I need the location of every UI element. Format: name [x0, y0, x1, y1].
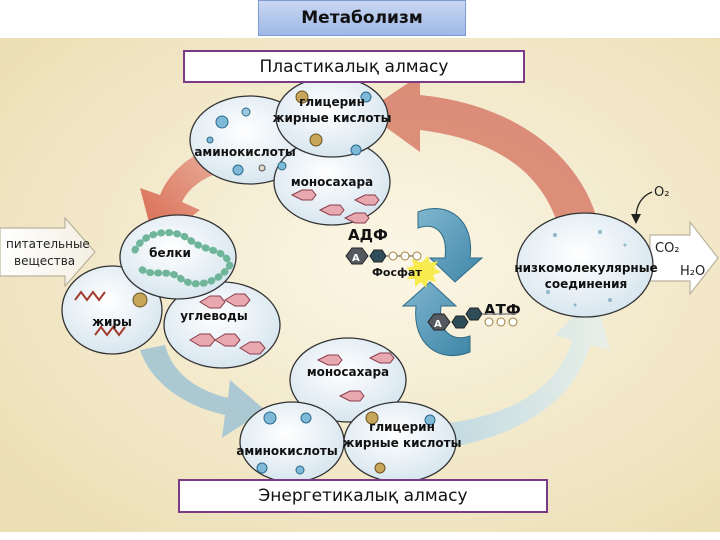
glycerol-dot	[309, 133, 323, 147]
amino-dot	[295, 465, 305, 475]
h2o-label: H₂O	[680, 264, 705, 279]
bottom-glycerol-label-1: глицерин	[369, 420, 435, 434]
amino-dot	[241, 107, 251, 117]
atp-phosphate	[508, 317, 518, 327]
amino-dot	[256, 462, 268, 474]
adp-phosphate	[400, 251, 410, 261]
nutrients-label-line2: вещества	[14, 254, 75, 268]
adp-pentose	[369, 249, 387, 263]
amino-dot	[263, 411, 277, 425]
glycerol-dot	[360, 91, 372, 103]
low-molecular-label-1: низкомолекулярные	[514, 261, 657, 275]
mono-hex	[290, 189, 317, 201]
carbs-label: углеводы	[180, 309, 247, 323]
right-cell-group: низкомолекулярные соединения	[514, 212, 658, 318]
glycerol-dot	[365, 411, 379, 425]
protein-chain	[131, 229, 234, 288]
bottom-amino-label: аминокислоты	[236, 444, 337, 458]
amino-dot	[206, 136, 214, 144]
amino-dot	[300, 412, 312, 424]
carb-chain	[189, 333, 266, 355]
adp-label: АДФ	[348, 226, 388, 244]
nutrients-input-arrow	[0, 216, 96, 288]
mono-hex	[338, 390, 365, 402]
amino-dot	[232, 164, 244, 176]
low-molecular-label-2: соединения	[545, 277, 627, 291]
speck	[573, 303, 577, 307]
glycerol-dot	[295, 90, 309, 104]
top-glycerol-label-2: жирные кислоты	[273, 111, 392, 125]
atp-phosphate	[496, 317, 506, 327]
catabolism-label-box: Энергетикалық алмасу	[178, 479, 548, 513]
speck	[598, 230, 602, 234]
catabolism-label: Энергетикалық алмасу	[258, 486, 468, 506]
fat-glycerol-dot	[132, 292, 148, 308]
anabolism-label-box: Пластикалық алмасу	[183, 50, 525, 83]
page-title-text: Метаболизм	[301, 8, 423, 28]
top-amino-label: аминокислоты	[194, 145, 295, 159]
adp-phosphate	[388, 251, 398, 261]
mono-hex	[368, 352, 395, 364]
products-output-arrow	[649, 220, 719, 296]
phosphate-label: Фосфат	[372, 266, 422, 279]
speck	[553, 233, 557, 237]
glycerol-dot	[374, 462, 386, 474]
proteins-label: белки	[149, 246, 191, 260]
top-mono-label: моносахара	[291, 175, 373, 189]
speck	[623, 243, 627, 247]
o2-label: O₂	[654, 185, 669, 200]
o2-pointer-head	[631, 214, 641, 224]
top-glycerol-label-1: глицерин	[299, 95, 365, 109]
low-molecular-cell	[516, 212, 654, 318]
anabolism-label: Пластикалық алмасу	[259, 56, 449, 77]
mono-hex	[343, 212, 370, 224]
atp-pentose-2	[465, 307, 483, 321]
carb-chain	[199, 293, 251, 309]
adp-molecule-a	[345, 247, 369, 265]
bottom-glycerol-label-2: жирные кислоты	[343, 436, 462, 450]
atp-cycle: АДФ A Фосфат АТФ A	[345, 208, 521, 357]
atp-phosphate	[484, 317, 494, 327]
top-cell-group: глицерин жирные кислоты аминокислоты мон…	[189, 76, 392, 226]
glycerol-dot	[350, 144, 362, 156]
adp-phosphate	[412, 251, 422, 261]
amino-dot	[277, 161, 287, 171]
left-cell-group: белки жиры углеводы	[61, 214, 281, 369]
page-title: Метаболизм	[258, 0, 466, 36]
adp-a-letter: A	[352, 253, 360, 264]
phosphate-burst	[406, 256, 441, 288]
catabolism-arrow-right	[430, 295, 610, 450]
amino-dot	[258, 164, 266, 172]
mono-hex	[318, 204, 345, 216]
amino-dot	[215, 115, 229, 129]
atp-pentose	[451, 315, 469, 329]
anabolism-arrow	[365, 75, 600, 232]
bottom-cell-group: моносахара аминокислоты глицерин жирные …	[236, 337, 462, 483]
nutrients-label-line1: питательные	[6, 237, 90, 251]
fat-chain	[94, 325, 126, 337]
co2-label: CO₂	[655, 241, 680, 256]
speck	[608, 298, 612, 302]
fat-chain	[74, 290, 106, 302]
catabolism-arrow-left	[140, 345, 265, 438]
bottom-mono-label: моносахара	[307, 365, 389, 379]
atp-a-letter: A	[434, 319, 442, 330]
mono-hex	[316, 354, 343, 366]
atp-molecule-a	[427, 313, 451, 331]
cycle-arrow-top	[417, 208, 484, 283]
glycerol-dot	[424, 414, 436, 426]
mono-hex	[353, 194, 380, 206]
speck	[546, 290, 550, 294]
bottom-amino-cell	[239, 401, 345, 483]
fats-label: жиры	[92, 315, 132, 329]
fats-cell	[61, 265, 163, 355]
atp-label: АТФ	[484, 301, 521, 319]
